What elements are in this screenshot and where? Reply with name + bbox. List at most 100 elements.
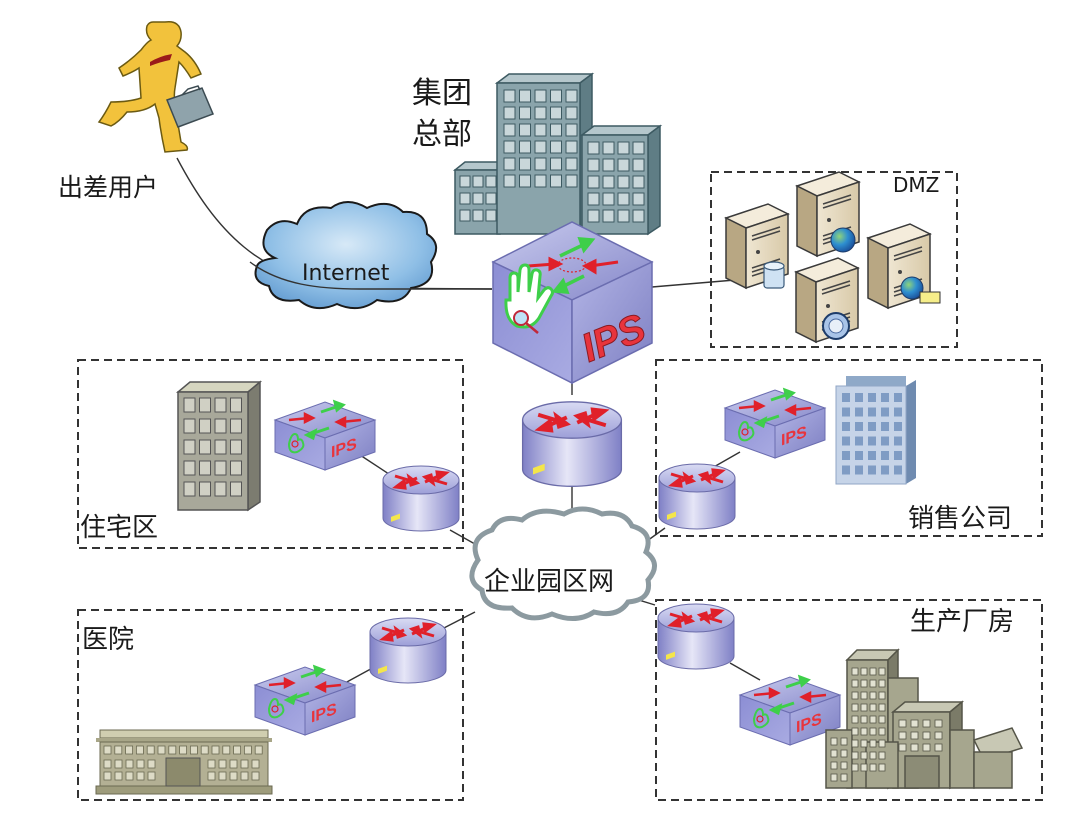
window	[103, 745, 112, 755]
window	[157, 745, 166, 755]
hq-label-line2: 总部	[412, 117, 472, 152]
window	[550, 123, 562, 137]
window	[534, 174, 547, 188]
window	[910, 743, 919, 752]
database-server-icon	[725, 203, 789, 289]
zone-boundaries	[77, 171, 1043, 801]
window	[519, 106, 531, 120]
window	[855, 436, 863, 446]
window	[534, 157, 547, 171]
hospital-ips-icon: IPS	[253, 665, 357, 737]
window	[894, 451, 902, 460]
window	[842, 407, 850, 417]
window	[869, 667, 877, 676]
window	[211, 745, 220, 755]
window	[485, 175, 497, 188]
window	[860, 667, 868, 676]
internet-cloud-node[interactable]: Internet	[254, 201, 438, 310]
zone-sales-boundary	[655, 359, 1043, 537]
zone-residential[interactable]: IPS 住宅区	[80, 380, 461, 543]
hand-magnifier-icon	[504, 263, 554, 334]
window	[587, 158, 600, 172]
window	[881, 407, 889, 417]
window	[878, 691, 886, 700]
window	[103, 771, 112, 781]
hq-label-line1: 集团	[412, 76, 472, 111]
window	[851, 763, 859, 772]
window	[243, 745, 252, 755]
zone-hospital[interactable]: 医院 IPS	[82, 616, 448, 795]
dmz-zone[interactable]: DMZ	[725, 171, 941, 343]
window	[830, 761, 838, 770]
window	[868, 422, 876, 431]
window	[199, 481, 211, 497]
zone-sales[interactable]: IPS 销售公司	[657, 376, 1012, 534]
window	[894, 407, 902, 417]
window	[550, 89, 562, 103]
window	[183, 439, 196, 455]
window	[207, 771, 216, 781]
window	[869, 727, 877, 736]
portal-server-icon	[795, 257, 859, 343]
window	[519, 174, 531, 188]
window	[587, 192, 600, 206]
window	[534, 89, 547, 103]
window	[199, 418, 211, 434]
window	[503, 174, 516, 188]
factory-ips-icon: IPS	[738, 675, 842, 747]
window	[869, 715, 877, 724]
window	[168, 745, 177, 755]
window	[125, 745, 133, 755]
window	[214, 481, 227, 497]
campus-network-label: 企业园区网	[484, 567, 614, 597]
window	[860, 751, 868, 760]
window	[125, 759, 134, 769]
window	[842, 436, 850, 446]
hospital-router-icon	[368, 616, 448, 685]
window	[851, 727, 859, 736]
window	[617, 141, 630, 155]
window	[602, 175, 615, 189]
zone-factory[interactable]: 生产厂房 IPS	[656, 602, 1024, 790]
internet-cloud-icon	[254, 201, 438, 310]
residential-zone-label: 住宅区	[80, 513, 158, 543]
window	[878, 679, 886, 688]
campus-network-cloud-node[interactable]: 企业园区网	[469, 506, 657, 621]
window	[840, 749, 848, 758]
window	[840, 773, 848, 782]
window	[860, 691, 868, 700]
core-router-icon	[520, 399, 624, 489]
window	[881, 436, 889, 446]
window	[230, 439, 242, 455]
window	[214, 439, 227, 455]
window	[830, 773, 838, 782]
window	[868, 465, 876, 475]
window	[565, 106, 578, 120]
mail-web-server-icon	[867, 223, 941, 309]
window	[860, 703, 868, 712]
window	[136, 759, 145, 769]
window	[840, 761, 848, 770]
mobile-user-label: 出差用户	[58, 173, 158, 202]
window	[459, 192, 471, 205]
window	[519, 140, 531, 154]
window	[587, 141, 600, 155]
mobile-user-node[interactable]: 出差用户	[58, 20, 214, 202]
window	[934, 731, 943, 740]
window	[869, 739, 877, 748]
internet-label: Internet	[302, 261, 390, 286]
window	[855, 407, 863, 417]
core-router-node[interactable]	[520, 399, 624, 489]
window	[587, 209, 600, 223]
sales-router-icon	[657, 462, 737, 531]
window	[868, 436, 876, 446]
window	[125, 771, 134, 781]
window	[881, 465, 889, 475]
sales-office-building-icon	[835, 376, 916, 485]
core-ips-node[interactable]: IPS	[491, 221, 654, 385]
hq-node[interactable]: 集团 总部	[412, 72, 663, 236]
window	[199, 460, 211, 476]
window	[602, 192, 615, 206]
window	[878, 727, 886, 736]
window	[855, 422, 863, 431]
